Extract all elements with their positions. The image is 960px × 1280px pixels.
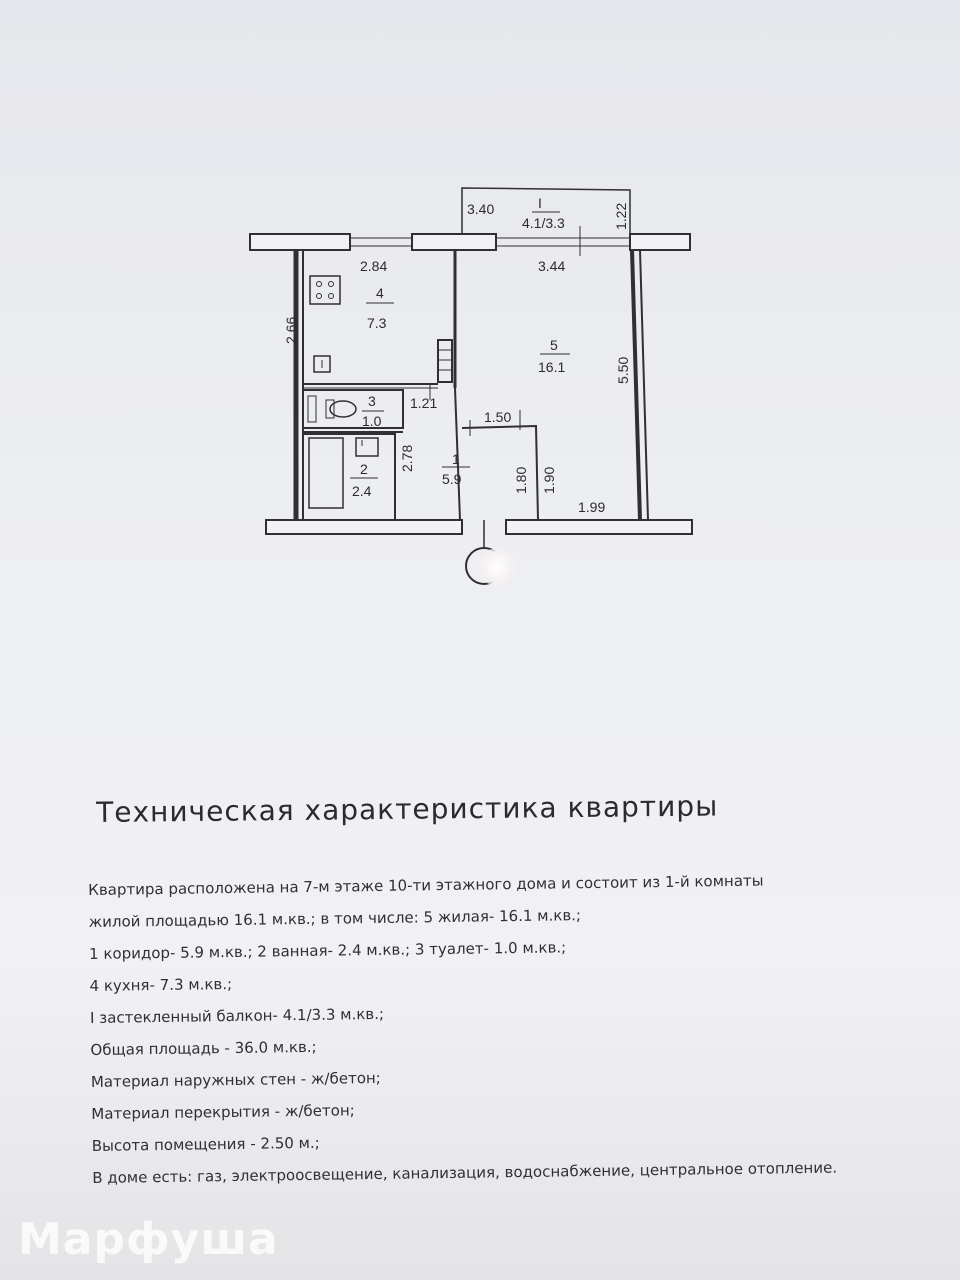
balcony-number: I (538, 195, 542, 211)
dim-bath: 2.78 (399, 445, 415, 472)
dim-kitchen-width: 2.84 (360, 258, 387, 274)
plan-labels: I 4.1/3.3 3.40 1.22 2.84 3.44 4 7.3 2.66… (283, 195, 631, 515)
balcony-area: 4.1/3.3 (522, 215, 565, 231)
kitchen-area: 7.3 (367, 315, 387, 331)
room-area: 16.1 (538, 359, 565, 375)
plan-walls (249, 187, 693, 585)
dim-corridor-a: 1.80 (513, 467, 529, 494)
room-number: 5 (550, 337, 558, 353)
dim-room-width: 3.44 (538, 258, 565, 274)
watermark: Марфуша (18, 1214, 279, 1265)
redaction-blot (478, 548, 516, 586)
floor-plan: I 4.1/3.3 3.40 1.22 2.84 3.44 4 7.3 2.66… (249, 187, 693, 585)
dim-kitchen-depth: 2.66 (283, 317, 299, 344)
dim-bottom-right: 1.99 (578, 499, 605, 515)
dim-toilet: 1.21 (410, 395, 437, 411)
kitchen-number: 4 (376, 285, 384, 301)
corridor-area: 5.9 (442, 471, 462, 487)
dim-corridor-width: 1.50 (484, 409, 511, 425)
dim-balcony-right: 1.22 (613, 203, 629, 230)
dim-balcony-left: 3.40 (467, 201, 494, 217)
toilet-area: 1.0 (362, 413, 382, 429)
dim-corridor-b: 1.90 (541, 467, 557, 494)
spec-list: Квартира расположена на 7-м этаже 10-ти … (88, 862, 942, 1194)
bath-number: 2 (360, 461, 368, 477)
dim-room-depth: 5.50 (615, 357, 631, 384)
bath-area: 2.4 (352, 483, 372, 499)
document-heading: Техническая характеристика квартиры (96, 789, 719, 829)
toilet-number: 3 (368, 393, 376, 409)
corridor-number: 1 (452, 451, 460, 467)
